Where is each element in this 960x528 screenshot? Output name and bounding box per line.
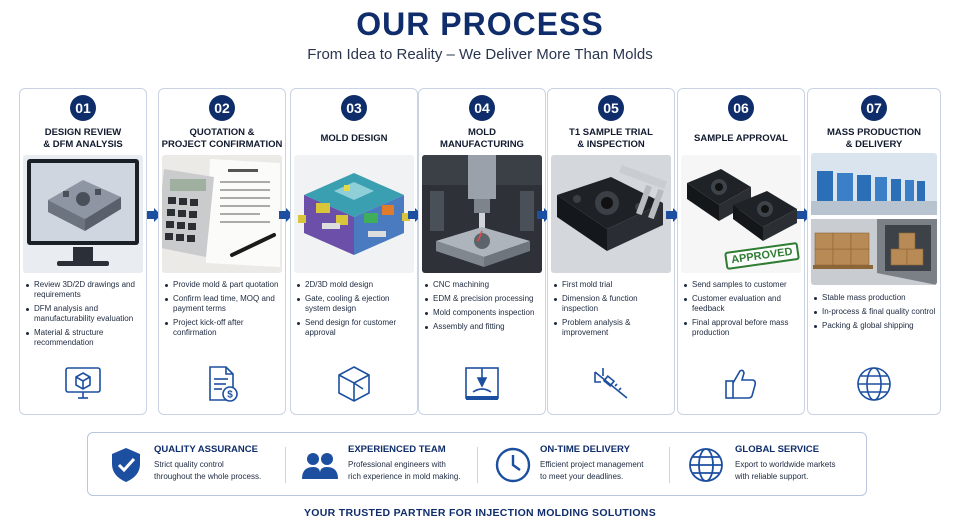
feature-description: Export to worldwide markets with reliabl…: [735, 460, 836, 481]
step-number: 03: [341, 95, 367, 121]
list-item: Assembly and fitting: [423, 322, 542, 332]
caliper-icon: [591, 364, 631, 404]
clock-icon: [493, 445, 533, 485]
cnc-machining-photo: [422, 155, 542, 273]
list-item: DFM analysis and manufacturability evalu…: [24, 304, 143, 324]
cnc-machine-icon: [462, 364, 502, 404]
step-number: 04: [469, 95, 495, 121]
shield-check-icon: [106, 445, 146, 485]
arrow-right-icon: [279, 208, 293, 222]
step-card-sample-approval: 06 SAMPLE APPROVAL APPROVED Send samples…: [677, 88, 805, 415]
list-item: Customer evaluation and feedback: [682, 294, 801, 314]
step-card-t1-sample: 05 T1 SAMPLE TRIAL & INSPECTION First mo…: [547, 88, 675, 415]
step-card-mold-manufacturing: 04 MOLD MANUFACTURING CNC machining EDM …: [418, 88, 546, 415]
step-card-quotation: 02 QUOTATION & PROJECT CONFIRMATION Prov…: [158, 88, 286, 415]
list-item: In-process & final quality control: [812, 307, 937, 317]
step-title: MASS PRODUCTION & DELIVERY: [827, 127, 921, 150]
feature-title: QUALITY ASSURANCE: [154, 444, 258, 455]
feature-title: GLOBAL SERVICE: [735, 444, 820, 455]
feature-experienced-team: EXPERIENCED TEAM Professional engineers …: [288, 433, 483, 497]
list-item: Provide mold & part quotation: [163, 280, 282, 290]
list-item: Confirm lead time, MOQ and payment terms: [163, 294, 282, 314]
step-bullets: 2D/3D mold design Gate, cooling & ejecti…: [295, 280, 414, 342]
features-band: QUALITY ASSURANCE Strict quality control…: [87, 432, 867, 496]
list-item: Gate, cooling & ejection system design: [295, 294, 414, 314]
feature-description: Strict quality control throughout the wh…: [154, 460, 262, 481]
step-title: MOLD MANUFACTURING: [440, 127, 524, 150]
arrow-right-icon: [147, 208, 161, 222]
step-card-mold-design: 03 MOLD DESIGN 2D/3D mold design Gate, c…: [290, 88, 418, 415]
step-bullets: Review 3D/2D drawings and requirements D…: [24, 280, 143, 352]
step-card-design-review: 01 DESIGN REVIEW & DFM ANALYSIS Review 3…: [19, 88, 147, 415]
footer-tagline: YOUR TRUSTED PARTNER FOR INJECTION MOLDI…: [304, 507, 656, 519]
step-number: 05: [598, 95, 624, 121]
cad-monitor-photo: [23, 155, 143, 273]
step-title: DESIGN REVIEW & DFM ANALYSIS: [43, 127, 123, 150]
list-item: CNC machining: [423, 280, 542, 290]
list-item: Send samples to customer: [682, 280, 801, 290]
step-number: 07: [861, 95, 887, 121]
step-title: SAMPLE APPROVAL: [694, 133, 788, 144]
globe-icon: [686, 445, 726, 485]
feature-title: ON-TIME DELIVERY: [540, 444, 630, 455]
step-bullets: CNC machining EDM & precision processing…: [423, 280, 542, 336]
list-item: Stable mass production: [812, 293, 937, 303]
list-item: 2D/3D mold design: [295, 280, 414, 290]
step-card-mass-production: 07 MASS PRODUCTION & DELIVERY Stable mas…: [807, 88, 941, 415]
svg-text:$: $: [227, 390, 233, 401]
step-number: 06: [728, 95, 754, 121]
list-item: EDM & precision processing: [423, 294, 542, 304]
thumbs-up-icon: [721, 364, 761, 404]
list-item: Final approval before mass production: [682, 318, 801, 338]
list-item: Project kick-off after confirmation: [163, 318, 282, 338]
team-icon: [300, 445, 340, 485]
list-item: Send design for customer approval: [295, 318, 414, 338]
list-item: First mold trial: [552, 280, 671, 290]
document-dollar-icon: $: [202, 364, 242, 404]
feature-quality-assurance: QUALITY ASSURANCE Strict quality control…: [88, 433, 283, 497]
approved-samples-photo: APPROVED: [681, 155, 801, 273]
step-title: QUOTATION & PROJECT CONFIRMATION: [161, 127, 283, 150]
divider: [669, 447, 670, 483]
arrow-right-icon: [666, 208, 680, 222]
3d-box-icon: [334, 364, 374, 404]
step-bullets: Stable mass production In-process & fina…: [812, 293, 937, 335]
divider: [285, 447, 286, 483]
feature-title: EXPERIENCED TEAM: [348, 444, 446, 455]
list-item: Dimension & function inspection: [552, 294, 671, 314]
factory-shipping-photo: [811, 153, 937, 285]
step-title: T1 SAMPLE TRIAL & INSPECTION: [569, 127, 653, 150]
list-item: Review 3D/2D drawings and requirements: [24, 280, 143, 300]
step-number: 02: [209, 95, 235, 121]
feature-description: Professional engineers with rich experie…: [348, 460, 461, 481]
step-bullets: First mold trial Dimension & function in…: [552, 280, 671, 342]
step-number: 01: [70, 95, 96, 121]
feature-description: Efficient project management to meet you…: [540, 460, 644, 481]
cube-monitor-icon: [63, 364, 103, 404]
page-title: OUR PROCESS: [356, 6, 604, 42]
list-item: Packing & global shipping: [812, 321, 937, 331]
step-title: MOLD DESIGN: [320, 133, 388, 144]
calculator-quotation-photo: [162, 155, 282, 273]
mold-3d-model-photo: [294, 155, 414, 273]
divider: [477, 447, 478, 483]
list-item: Mold components inspection: [423, 308, 542, 318]
step-bullets: Provide mold & part quotation Confirm le…: [163, 280, 282, 342]
globe-icon: [854, 364, 894, 404]
feature-on-time-delivery: ON-TIME DELIVERY Efficient project manag…: [483, 433, 673, 497]
list-item: Problem analysis & improvement: [552, 318, 671, 338]
sample-inspection-photo: [551, 155, 671, 273]
step-bullets: Send samples to customer Customer evalua…: [682, 280, 801, 342]
list-item: Material & structure recommendation: [24, 328, 143, 348]
feature-global-service: GLOBAL SERVICE Export to worldwide marke…: [678, 433, 866, 497]
page-subtitle: From Idea to Reality – We Deliver More T…: [307, 46, 653, 63]
